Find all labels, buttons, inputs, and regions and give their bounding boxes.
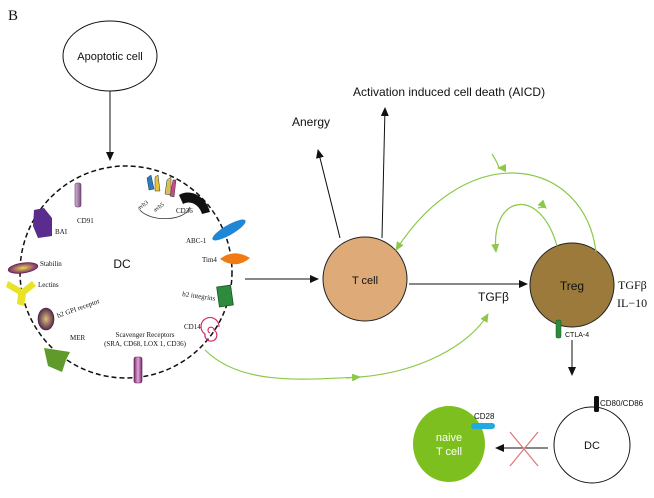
avb5-integrin-icon-b [169, 179, 177, 198]
naive-t-cell-ellipse [413, 406, 485, 482]
tgfb-center-label: TGFβ [478, 290, 509, 304]
green-arrow-treg-loop [491, 204, 558, 253]
arrow-tcell-to-aicd [380, 107, 389, 239]
t-cell-circle [322, 236, 408, 322]
tim4-label: Tim4 [202, 256, 217, 264]
scavenger-receptor-icon [133, 356, 143, 384]
lectins-receptor-icon [6, 281, 36, 306]
bai-receptor-icon [33, 208, 52, 238]
dc-small-label: DC [584, 440, 600, 452]
b2-gpi-receptor-icon [37, 307, 55, 331]
cd14-receptor-icon [200, 316, 220, 342]
treg-circle [529, 242, 615, 328]
naive-t-cell-label-line1: naive [436, 432, 462, 444]
cd14-label: CD14 [184, 323, 201, 331]
anergy-label: Anergy [292, 115, 330, 129]
t-cell-label: T cell [352, 275, 378, 287]
apoptotic-cell-label: Apoptotic cell [77, 51, 142, 63]
green-arrow-dc-to-tgfb [204, 313, 489, 380]
naive-t-cell-label-line2: T cell [436, 446, 462, 458]
treg-tgfb-label: TGFβ [618, 278, 647, 292]
avb3-integrin-icon [146, 174, 155, 191]
abc1-label: ABC-1 [186, 237, 207, 245]
dc-small-circle [553, 406, 631, 484]
tim4-receptor-icon [220, 253, 250, 265]
dc-main-label: DC [113, 257, 131, 271]
green-arrowhead-loop [537, 199, 547, 209]
ctla4-label: CTLA-4 [565, 332, 589, 339]
cd91-receptor-icon [74, 182, 82, 208]
avb3-integrin-icon-b [154, 174, 161, 192]
green-arrowhead-mid [345, 373, 361, 382]
treg-il10-label: IL−10 [617, 296, 647, 310]
treg-label: Treg [560, 279, 584, 293]
abc1-transporter-icon [212, 219, 246, 241]
stabilin-label: Stabilin [40, 260, 62, 268]
green-arrowhead-top [491, 153, 507, 172]
cd80-cd86-label: CD80/CD86 [600, 399, 644, 408]
mer-label: MER [70, 334, 86, 342]
avb5-label: avb5 [153, 202, 166, 214]
panel-letter: B [8, 8, 18, 24]
mer-receptor-icon [44, 348, 70, 372]
block-cross-line-2 [509, 431, 539, 467]
cd91-label: CD91 [77, 217, 94, 225]
cd36-label: CD36 [176, 207, 193, 215]
ctla4-receptor-icon [555, 319, 562, 339]
integrin-bracket [139, 206, 191, 220]
avb5-integrin-icon [164, 176, 172, 196]
green-arrow-treg-to-tcell [395, 172, 597, 253]
lectins-label: Lectins [38, 281, 59, 289]
aicd-label: Activation induced cell death (AICD) [353, 85, 545, 99]
b2-integrins-label: b2 integrins [182, 290, 216, 303]
avb3-label: avb3 [137, 200, 150, 212]
arrow-tcell-to-anergy [316, 149, 341, 239]
bai-label: BAI [55, 228, 68, 236]
cd80-cd86-receptor-icon [594, 396, 599, 412]
cd28-label: CD28 [474, 412, 495, 421]
cd36-receptor-icon [179, 192, 210, 214]
scavenger-label-line1: Scavenger Receptors [116, 331, 175, 339]
stabilin-receptor-icon [7, 262, 39, 274]
cd28-receptor-icon [471, 423, 495, 429]
scavenger-label-line2: (SRA, CD68, LOX 1, CD36) [104, 340, 187, 348]
b2-gpi-label: b2 GPI receptor [56, 297, 101, 320]
b2-integrins-icon [216, 284, 234, 308]
